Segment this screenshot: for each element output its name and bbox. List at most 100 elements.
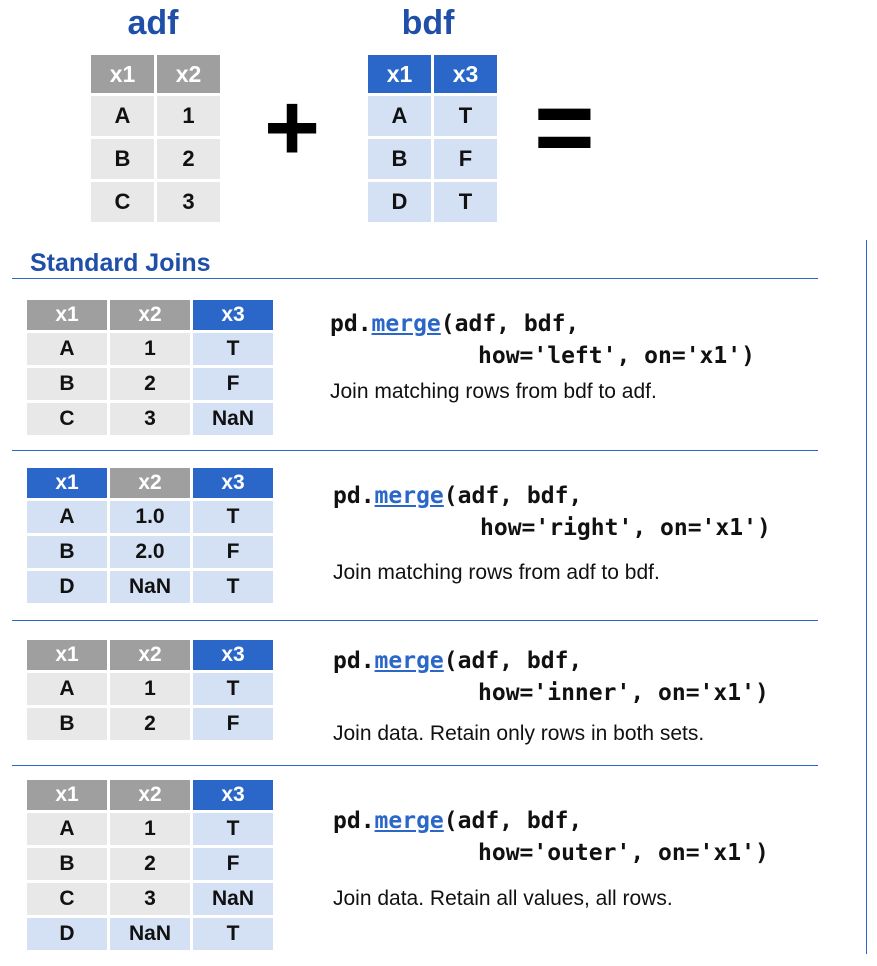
table-cell: 3 <box>110 403 190 435</box>
inner-join-description: Join data. Retain only rows in both sets… <box>333 722 705 745</box>
table-cell: T <box>193 501 273 533</box>
header-x3: x3 <box>193 640 273 670</box>
table-cell: 1 <box>110 673 190 705</box>
table-cell: T <box>193 673 273 705</box>
table-cell: B <box>27 848 107 880</box>
outer-join-code: pd.merge(adf, bdf, <box>333 805 582 837</box>
left-join-table: x1 x2 x3 A 1 T B 2 F C 3 NaN <box>24 297 276 438</box>
table-cell: D <box>27 918 107 950</box>
adf-title: adf <box>127 4 179 42</box>
table-cell: A <box>368 96 431 136</box>
right-join-table: x1 x2 x3 A 1.0 T B 2.0 F D NaN T <box>24 465 276 606</box>
header-x2: x2 <box>110 468 190 498</box>
adf-header-x1: x1 <box>91 55 154 93</box>
header-x3: x3 <box>193 468 273 498</box>
table-cell: A <box>27 333 107 365</box>
header-x3: x3 <box>193 780 273 810</box>
code-line-1: (adf, bdf, <box>443 808 583 834</box>
bdf-title: bdf <box>401 4 455 42</box>
header-x1: x1 <box>27 300 107 330</box>
table-cell: A <box>27 673 107 705</box>
header-x1: x1 <box>27 468 107 498</box>
equals-icon: = <box>534 70 595 186</box>
table-cell: C <box>27 403 107 435</box>
table-cell: B <box>368 139 431 179</box>
table-cell: NaN <box>193 883 273 915</box>
table-cell: B <box>91 139 154 179</box>
outer-join-description: Join data. Retain all values, all rows. <box>333 887 673 910</box>
table-cell: 1 <box>110 333 190 365</box>
table-cell: B <box>27 368 107 400</box>
table-cell: NaN <box>110 571 190 603</box>
table-cell: 2 <box>110 368 190 400</box>
header-x2: x2 <box>110 780 190 810</box>
table-cell: F <box>193 368 273 400</box>
table-cell: A <box>27 501 107 533</box>
table-cell: B <box>27 536 107 568</box>
right-join-description: Join matching rows from adf to bdf. <box>333 561 660 584</box>
table-cell: T <box>434 182 497 222</box>
merge-link[interactable]: merge <box>374 483 444 509</box>
table-cell: T <box>193 333 273 365</box>
table-cell: A <box>27 813 107 845</box>
table-cell: B <box>27 708 107 740</box>
bdf-table: x1 x3 A T B F D T <box>365 52 500 225</box>
table-cell: NaN <box>193 403 273 435</box>
table-cell: 2.0 <box>110 536 190 568</box>
section-title: Standard Joins <box>30 249 211 277</box>
table-cell: D <box>368 182 431 222</box>
table-cell: T <box>193 918 273 950</box>
bdf-header-x1: x1 <box>368 55 431 93</box>
table-cell: F <box>193 536 273 568</box>
merge-link[interactable]: merge <box>374 648 444 674</box>
table-cell: T <box>193 571 273 603</box>
inner-join-code: pd.merge(adf, bdf, <box>333 645 582 677</box>
table-cell: T <box>193 813 273 845</box>
right-border <box>866 240 867 954</box>
table-cell: A <box>91 96 154 136</box>
adf-header-x2: x2 <box>157 55 220 93</box>
table-cell: NaN <box>110 918 190 950</box>
code-prefix: pd. <box>333 808 375 834</box>
outer-join-table: x1 x2 x3 A 1 T B 2 F C 3 NaN D NaN T <box>24 777 276 953</box>
divider <box>12 450 818 451</box>
right-join-code: pd.merge(adf, bdf, <box>333 480 582 512</box>
outer-join-code-line-2: how='outer', on='x1') <box>478 840 769 866</box>
code-prefix: pd. <box>330 311 372 337</box>
table-cell: 2 <box>157 139 220 179</box>
left-join-code: pd.merge(adf, bdf, <box>330 308 579 340</box>
table-cell: 1.0 <box>110 501 190 533</box>
table-cell: 2 <box>110 708 190 740</box>
code-line-1: (adf, bdf, <box>440 311 580 337</box>
table-cell: C <box>91 182 154 222</box>
table-cell: 1 <box>157 96 220 136</box>
divider <box>12 620 818 621</box>
table-cell: F <box>193 848 273 880</box>
code-line-1: (adf, bdf, <box>443 648 583 674</box>
header-x3: x3 <box>193 300 273 330</box>
merge-link[interactable]: merge <box>374 808 444 834</box>
adf-table: x1 x2 A 1 B 2 C 3 <box>88 52 223 225</box>
right-join-code-line-2: how='right', on='x1') <box>480 515 771 541</box>
divider <box>12 765 818 766</box>
inner-join-code-line-2: how='inner', on='x1') <box>478 680 769 706</box>
table-cell: 2 <box>110 848 190 880</box>
table-cell: 1 <box>110 813 190 845</box>
code-prefix: pd. <box>333 648 375 674</box>
header-x2: x2 <box>110 300 190 330</box>
table-cell: 3 <box>110 883 190 915</box>
left-join-description: Join matching rows from bdf to adf. <box>330 380 657 403</box>
table-cell: T <box>434 96 497 136</box>
merge-link[interactable]: merge <box>371 311 441 337</box>
code-line-1: (adf, bdf, <box>443 483 583 509</box>
inner-join-table: x1 x2 x3 A 1 T B 2 F <box>24 637 276 743</box>
table-cell: C <box>27 883 107 915</box>
header-x1: x1 <box>27 640 107 670</box>
code-prefix: pd. <box>333 483 375 509</box>
table-cell: D <box>27 571 107 603</box>
header-x1: x1 <box>27 780 107 810</box>
table-cell: F <box>193 708 273 740</box>
bdf-header-x3: x3 <box>434 55 497 93</box>
table-cell: 3 <box>157 182 220 222</box>
section-divider <box>12 278 818 279</box>
